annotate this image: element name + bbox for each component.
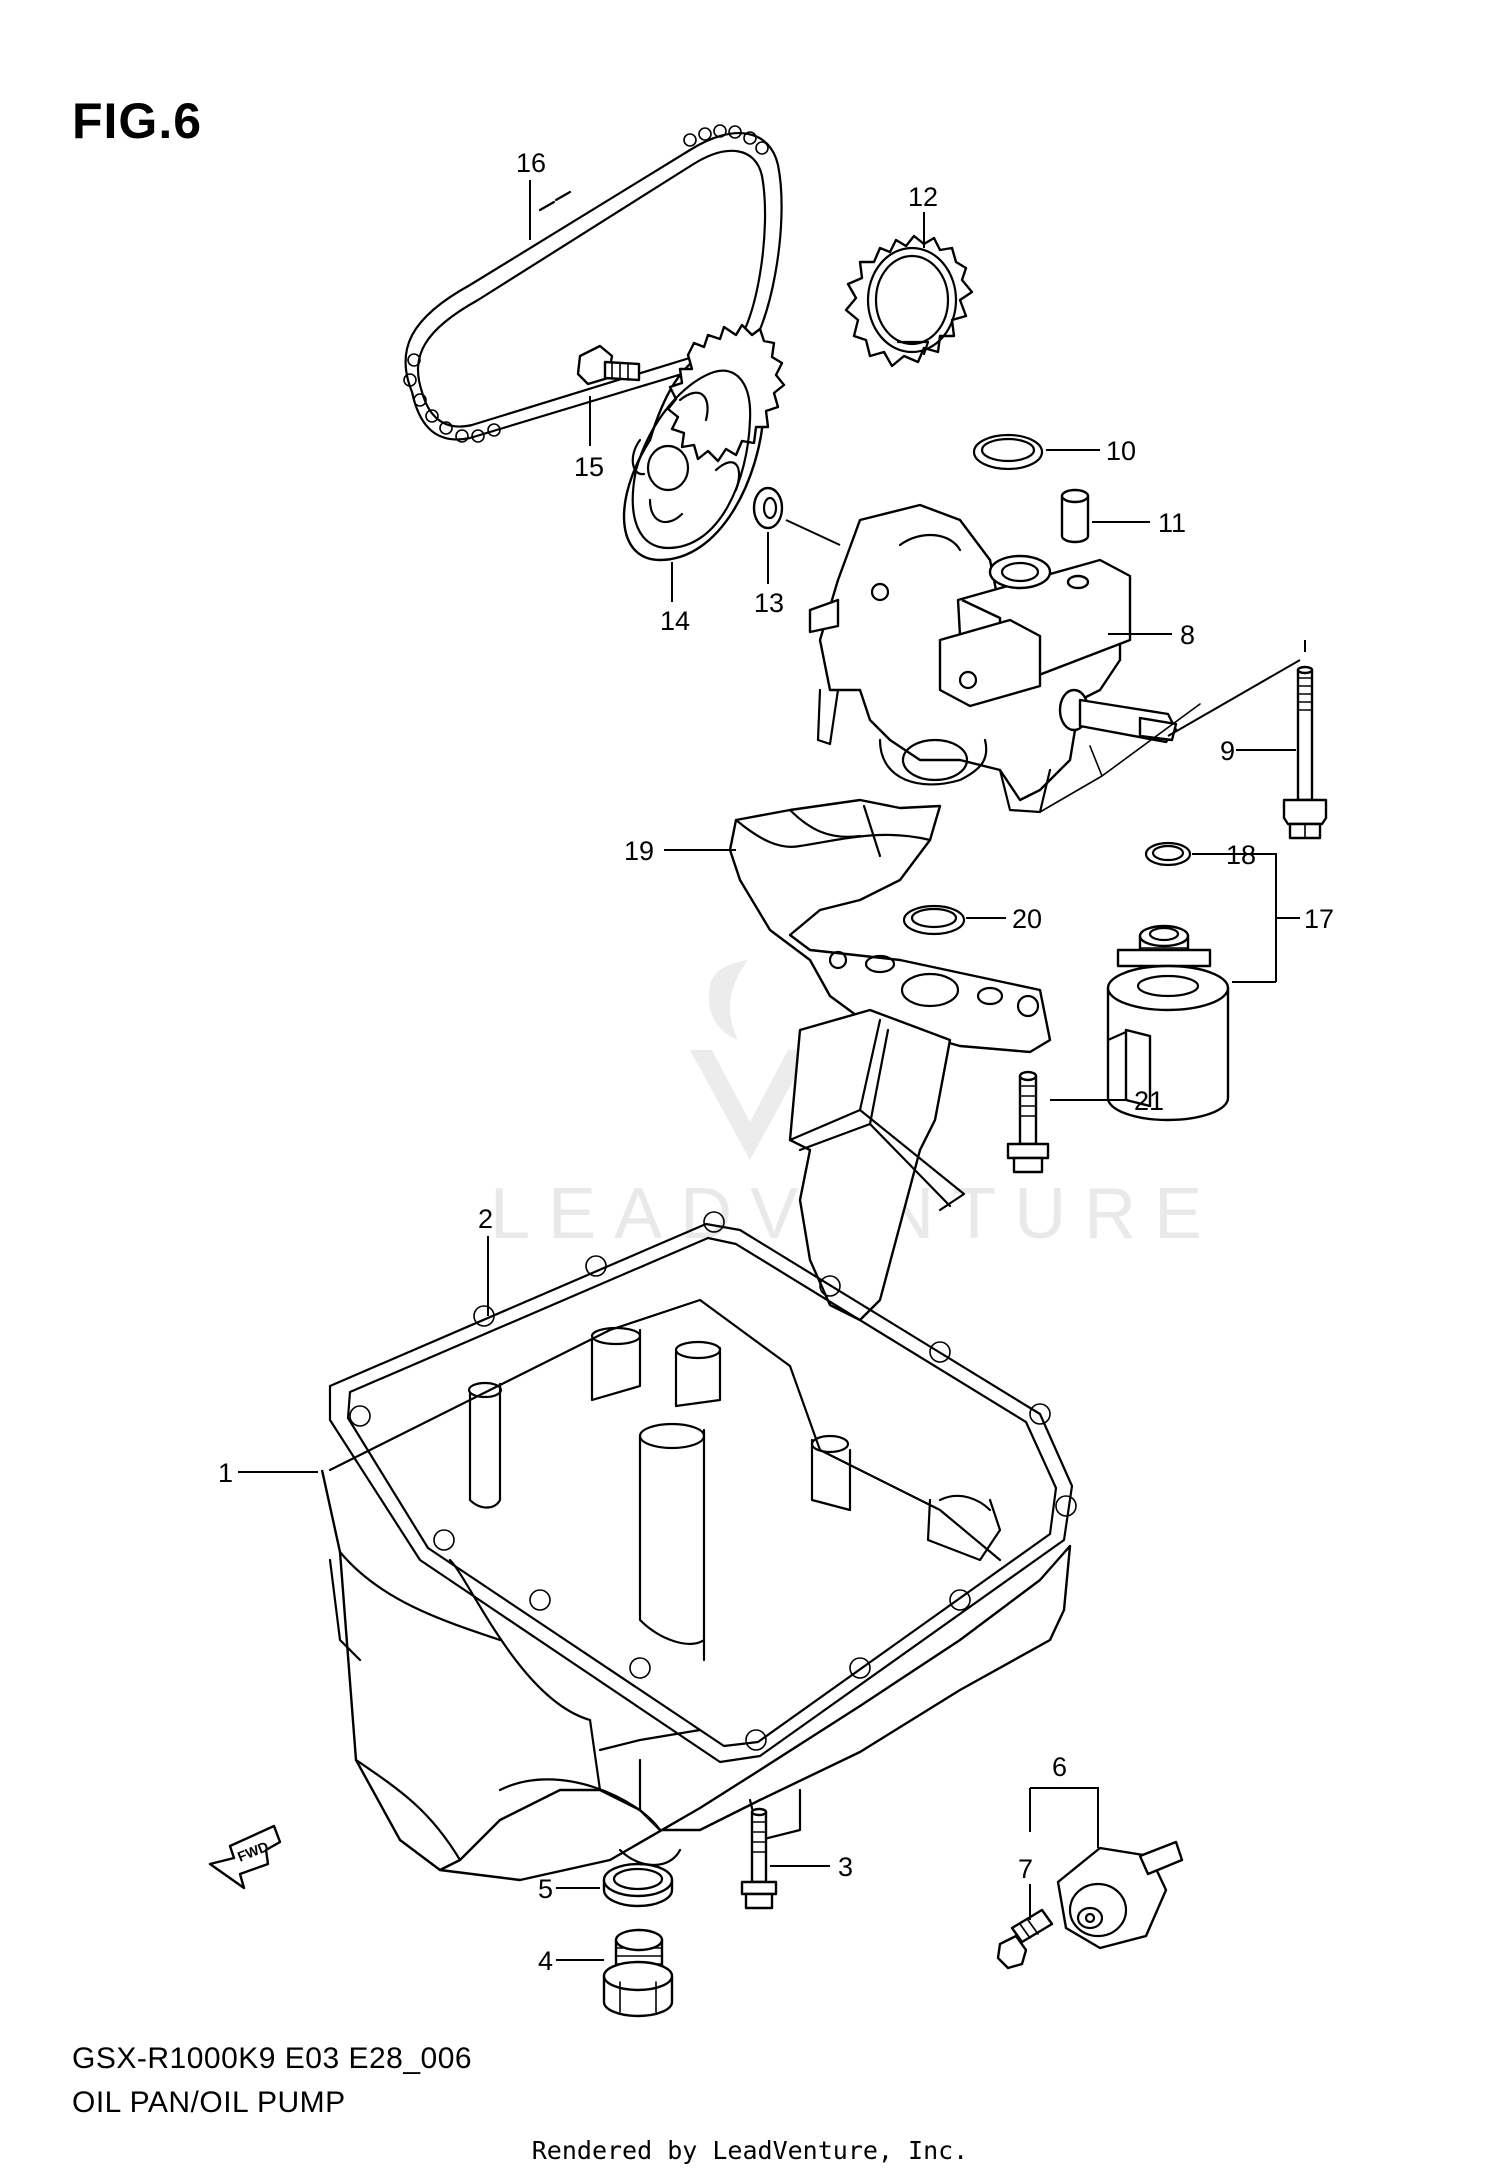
callout-12: 12 xyxy=(908,182,938,212)
part-3-oil-pan-bolt[interactable] xyxy=(740,1807,778,1910)
part-16-oil-pump-chain[interactable] xyxy=(403,124,783,443)
part-13-washer[interactable] xyxy=(752,486,841,546)
callout-13: 13 xyxy=(754,588,784,618)
callout-5: 5 xyxy=(538,1874,553,1904)
callout-numbers: 1 2 3 4 5 6 7 8 9 10 11 12 13 14 15 16 1… xyxy=(218,148,1334,1976)
callout-16: 16 xyxy=(516,148,546,178)
part-17-oil-relief-valve[interactable] xyxy=(1106,924,1230,1122)
callout-4: 4 xyxy=(538,1946,553,1976)
part-10-o-ring[interactable] xyxy=(972,433,1044,471)
part-9-pump-bolt[interactable] xyxy=(1167,640,1328,840)
figure-title: FIG.6 xyxy=(72,93,203,149)
watermark-v-icon xyxy=(690,1050,810,1160)
callout-3: 3 xyxy=(838,1852,853,1882)
callout-6: 6 xyxy=(1052,1752,1067,1782)
part-8-oil-pump-assembly[interactable] xyxy=(808,503,1201,814)
part-7-switch-screw[interactable] xyxy=(996,1908,1054,1970)
callout-14: 14 xyxy=(660,606,690,636)
part-4-drain-plug[interactable] xyxy=(602,1928,674,2018)
watermark-flame-icon xyxy=(708,960,748,1040)
callout-7: 7 xyxy=(1018,1854,1033,1884)
callout-8: 8 xyxy=(1180,620,1195,650)
callout-20: 20 xyxy=(1012,904,1042,934)
leader-lines xyxy=(238,180,1300,1961)
part-15-sprocket-bolt[interactable] xyxy=(576,344,641,386)
part-20-o-ring[interactable] xyxy=(902,904,966,936)
callout-18: 18 xyxy=(1226,840,1256,870)
part-14-driven-sprocket[interactable] xyxy=(622,323,786,562)
callout-1: 1 xyxy=(218,1458,233,1488)
part-6-oil-pressure-switch[interactable] xyxy=(1056,1840,1184,1950)
part-5-drain-plug-gasket[interactable] xyxy=(602,1862,674,1908)
callout-17: 17 xyxy=(1304,904,1334,934)
callout-10: 10 xyxy=(1106,436,1136,466)
part-18-o-ring[interactable] xyxy=(1144,841,1192,867)
callout-11: 11 xyxy=(1158,508,1186,538)
callout-15: 15 xyxy=(574,452,604,482)
part-11-dowel-pin[interactable] xyxy=(1060,488,1090,544)
figure-caption: OIL PAN/OIL PUMP xyxy=(72,2086,346,2119)
callout-2: 2 xyxy=(478,1204,493,1234)
part-21-strainer-bolt[interactable] xyxy=(1006,1070,1050,1174)
part-2-oil-pan-gasket[interactable] xyxy=(328,1211,1077,1764)
model-code: GSX-R1000K9 E03 E28_006 xyxy=(72,2042,473,2075)
part-19-oil-strainer[interactable] xyxy=(728,798,1052,1322)
callout-9: 9 xyxy=(1220,736,1235,766)
callout-19: 19 xyxy=(624,836,654,866)
part-12-drive-sprocket[interactable] xyxy=(844,234,974,368)
footer-credit: Rendered by LeadVenture, Inc. xyxy=(531,2136,969,2165)
fwd-arrow-icon: FWD xyxy=(208,1824,282,1890)
callout-21: 21 xyxy=(1134,1086,1164,1116)
